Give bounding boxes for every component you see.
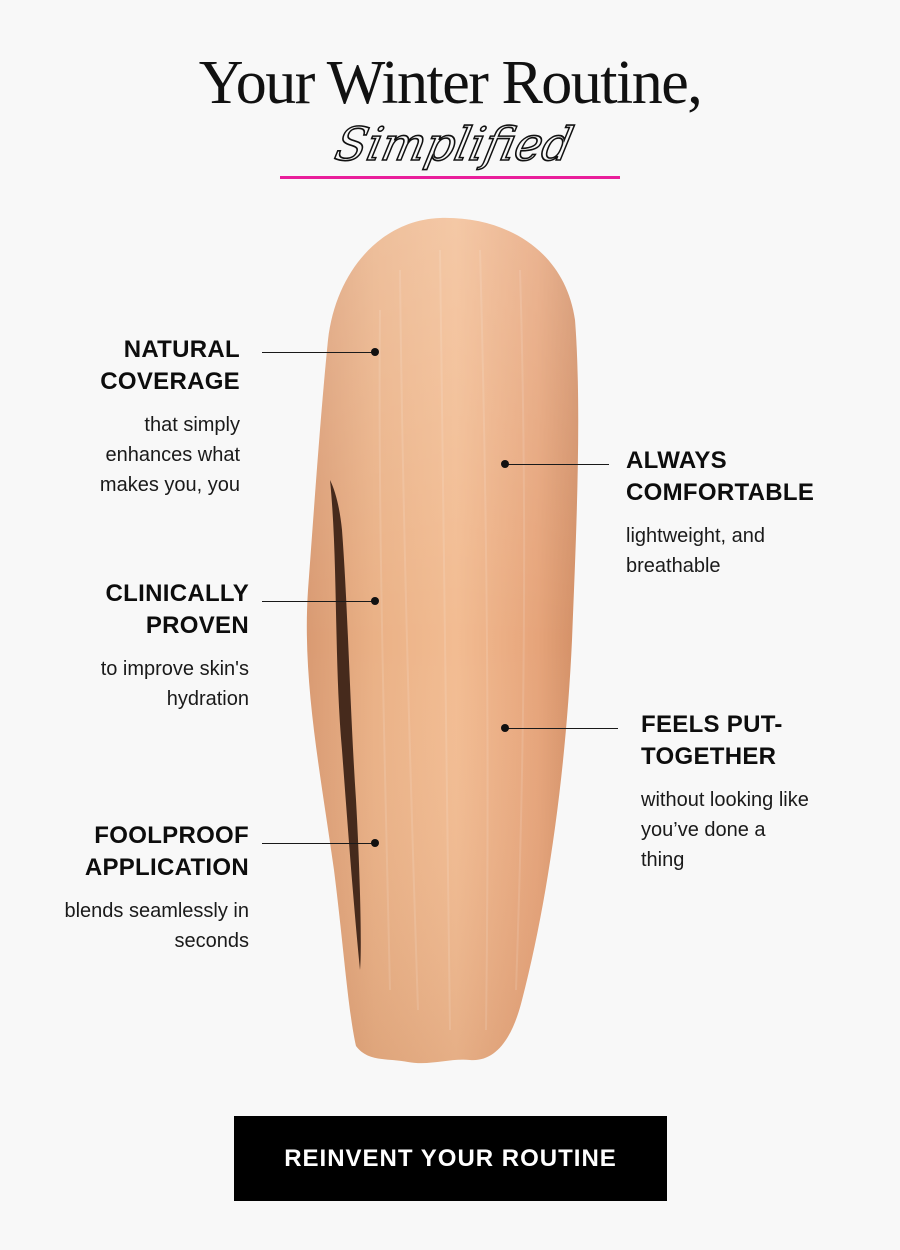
callout-desc: that simply enhances what makes you, you	[99, 414, 240, 496]
callout-title: NATURAL COVERAGE	[100, 336, 240, 395]
leader-line	[505, 464, 609, 465]
callout-title: FEELS PUT- TOGETHER	[641, 711, 783, 770]
leader-dot	[371, 597, 379, 605]
pink-underline	[280, 176, 620, 179]
callout-clinically-proven: CLINICALLY PROVEN to improve skin's hydr…	[0, 578, 249, 714]
callout-always-comfortable: ALWAYS COMFORTABLE lightweight, and brea…	[626, 445, 896, 581]
leader-dot	[501, 460, 509, 468]
leader-dot	[501, 724, 509, 732]
leader-line	[262, 601, 374, 602]
callout-foolproof-application: FOOLPROOF APPLICATION blends seamlessly …	[0, 820, 249, 956]
leader-dot	[371, 839, 379, 847]
leader-line	[262, 352, 374, 353]
callout-title: CLINICALLY PROVEN	[105, 580, 249, 639]
headline: Your Winter Routine,	[198, 49, 703, 117]
callout-natural-coverage: NATURAL COVERAGE that simply enhances wh…	[0, 334, 240, 500]
script-word-text: Simplified	[331, 117, 578, 170]
callout-title: ALWAYS COMFORTABLE	[626, 447, 815, 506]
swatch-shadow-groove	[330, 480, 361, 970]
callout-desc: lightweight, and breathable	[626, 525, 765, 577]
foundation-swatch	[290, 210, 590, 1080]
callout-desc: blends seamlessly in seconds	[64, 900, 249, 952]
callout-feels-put-together: FEELS PUT- TOGETHER without looking like…	[641, 709, 896, 875]
leader-line	[505, 728, 618, 729]
reinvent-routine-button[interactable]: REINVENT YOUR ROUTINE	[234, 1116, 667, 1201]
callout-desc: to improve skin's hydration	[100, 658, 249, 710]
script-word-simplified: Simplified	[280, 108, 620, 192]
leader-dot	[371, 348, 379, 356]
leader-line	[262, 843, 374, 844]
callout-title: FOOLPROOF APPLICATION	[84, 822, 249, 881]
callout-desc: without looking like you’ve done a thing	[641, 789, 809, 871]
